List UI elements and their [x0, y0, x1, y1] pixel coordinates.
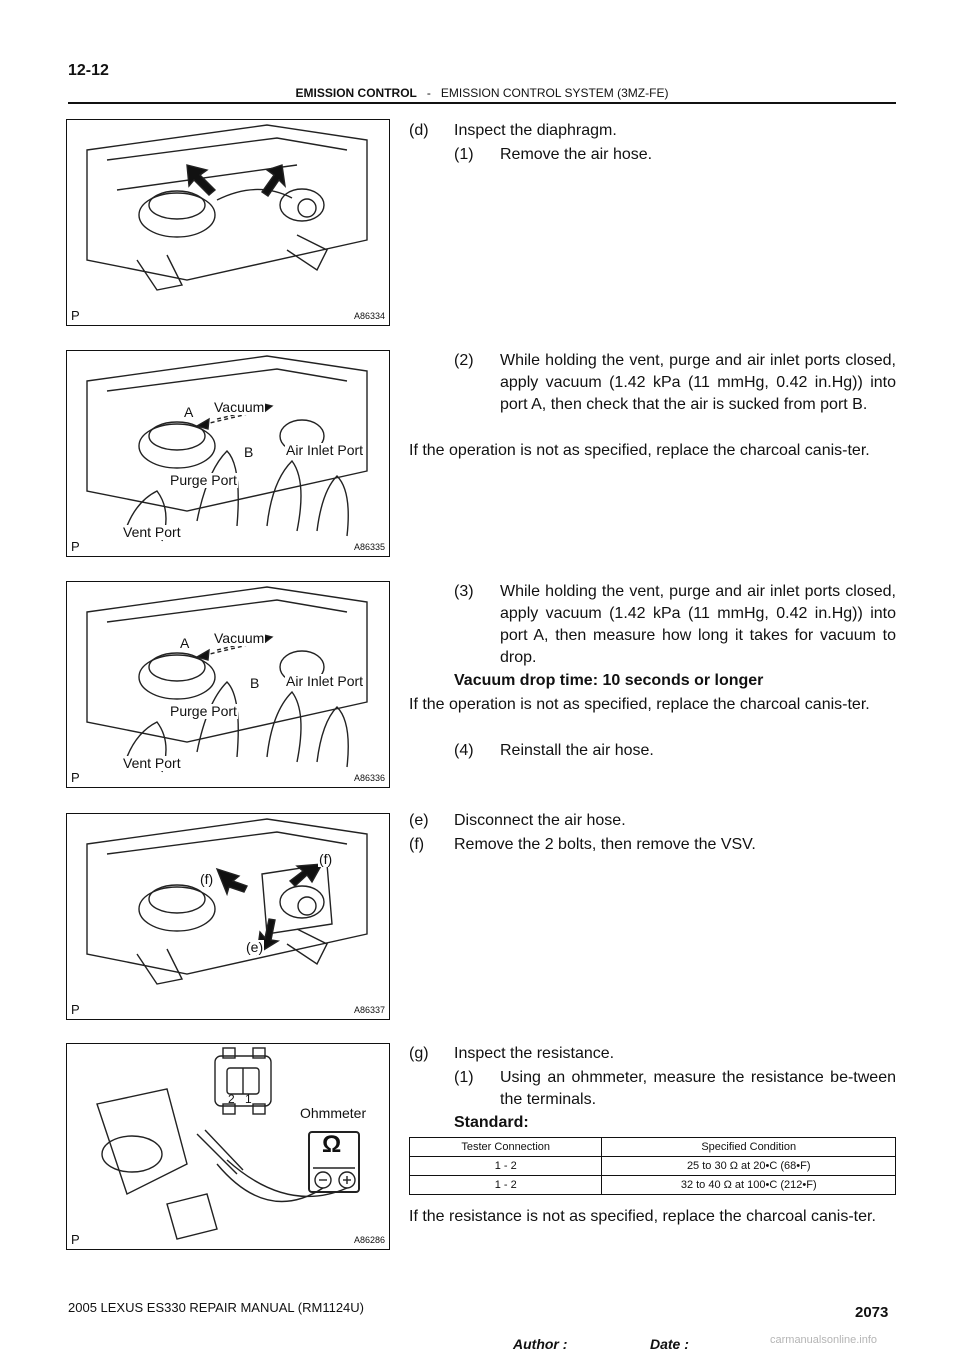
table-row: 1 - 2 32 to 40 Ω at 100•C (212•F): [408, 1175, 896, 1195]
port-b-label: B: [249, 675, 261, 691]
table-cell: 25 to 30 Ω at 20•C (68•F): [601, 1156, 896, 1176]
page-number: 12-12: [68, 62, 109, 79]
port-a-label: A: [183, 404, 195, 420]
table-row: 1 - 2 25 to 30 Ω at 20•C (68•F): [408, 1156, 896, 1176]
ohmmeter-label: Ohmmeter: [299, 1105, 368, 1121]
figure-id: A86336: [353, 773, 385, 783]
manual-page-number: 2073: [855, 1304, 889, 1321]
canister-illustration: [86, 124, 368, 291]
step-d4-text: Reinstall the air hose.: [500, 742, 654, 759]
step-g-text: Inspect the resistance.: [454, 1045, 615, 1062]
bolt-label-left: (f): [199, 871, 215, 887]
step-g1-number: (1): [454, 1069, 474, 1086]
figure-resistance-check: Ohmmeter 2 1 Ω P A86286: [66, 1043, 390, 1250]
column-header: Specified Condition: [601, 1137, 896, 1157]
resistance-check-illustration: [96, 1047, 360, 1240]
step-d3-note: If the operation is not as specified, re…: [409, 696, 870, 713]
table-cell: 1 - 2: [408, 1175, 603, 1195]
step-d1-text: Remove the air hose.: [500, 146, 653, 163]
step-d2-note: If the operation is not as specified, re…: [409, 442, 870, 459]
table-cell: 32 to 40 Ω at 100•C (212•F): [601, 1175, 896, 1195]
vent-port-label: Vent Port: [122, 755, 182, 771]
figure-vsv-removal: (f) (f) (e) P A86337: [66, 813, 390, 1020]
manual-title: 2005 LEXUS ES330 REPAIR MANUAL (RM1124U): [68, 1300, 364, 1315]
step-f-number: (f): [409, 836, 425, 853]
figure-id: A86334: [353, 311, 385, 321]
step-d3-text: While holding the vent, purge and air in…: [500, 583, 896, 666]
section-header: EMISSION CONTROL-EMISSION CONTROL SYSTEM…: [68, 86, 896, 100]
air-inlet-port-label: Air Inlet Port: [285, 442, 365, 458]
table-header-row: Tester Connection Specified Condition: [408, 1137, 896, 1157]
header-rule: [68, 102, 896, 104]
figure-corner-mark: P: [71, 539, 80, 554]
resistance-spec-table: Tester Connection Specified Condition 1 …: [408, 1137, 896, 1195]
omega-icon: Ω: [322, 1131, 342, 1158]
step-d1-number: (1): [454, 146, 474, 163]
step-f-text: Remove the 2 bolts, then remove the VSV.: [454, 836, 756, 853]
figure-id: A86337: [353, 1005, 385, 1015]
vsv-removal-illustration: [86, 818, 368, 985]
vacuum-label: Vacuum: [213, 399, 266, 415]
purge-port-label: Purge Port: [169, 472, 238, 488]
air-inlet-port-label: Air Inlet Port: [285, 673, 365, 689]
step-e-number: (e): [409, 812, 429, 829]
step-d2-text: While holding the vent, purge and air in…: [500, 352, 896, 413]
figure-corner-mark: P: [71, 1232, 80, 1247]
step-d4-number: (4): [454, 742, 474, 759]
standard-label: Standard:: [454, 1114, 529, 1131]
figure-canister-air-hose: P A86334: [66, 119, 390, 326]
air-hose-label: (e): [245, 939, 265, 955]
date-label: Date :: [650, 1336, 689, 1352]
figure-vacuum-check: A Vacuum B Air Inlet Port Purge Port Ven…: [66, 350, 390, 557]
port-b-label: B: [243, 444, 255, 460]
bolt-label-right: (f): [318, 851, 334, 867]
figure-id: A86286: [353, 1235, 385, 1245]
terminal-2-label: 2: [228, 1092, 235, 1106]
column-header: Tester Connection: [408, 1137, 603, 1157]
step-d-text: Inspect the diaphragm.: [454, 122, 617, 139]
figure-corner-mark: P: [71, 308, 80, 323]
step-g-note: If the resistance is not as specified, r…: [409, 1208, 876, 1225]
step-g1-text: Using an ohmmeter, measure the resistanc…: [500, 1069, 896, 1108]
section-title: EMISSION CONTROL: [295, 86, 417, 100]
figure-corner-mark: P: [71, 770, 80, 785]
watermark: carmanualsonline.info: [770, 1334, 878, 1346]
table-cell: 1 - 2: [408, 1156, 603, 1176]
purge-port-label: Purge Port: [169, 703, 238, 719]
subsection-title: EMISSION CONTROL SYSTEM (3MZ-FE): [440, 86, 669, 100]
vent-port-label: Vent Port: [122, 524, 182, 540]
figure-id: A86335: [353, 542, 385, 552]
vacuum-drop-spec: Vacuum drop time: 10 seconds or longer: [454, 672, 764, 689]
author-label: Author :: [513, 1336, 568, 1352]
step-d-number: (d): [409, 122, 429, 139]
vacuum-label: Vacuum: [213, 630, 266, 646]
header-separator: -: [426, 86, 431, 100]
figure-vacuum-drop: A Vacuum B Air Inlet Port Purge Port Ven…: [66, 581, 390, 788]
step-d2-number: (2): [454, 352, 474, 369]
figure-corner-mark: P: [71, 1002, 80, 1017]
step-d3-number: (3): [454, 583, 474, 600]
step-e-text: Disconnect the air hose.: [454, 812, 626, 829]
terminal-1-label: 1: [245, 1092, 252, 1106]
port-a-label: A: [179, 635, 191, 651]
step-g-number: (g): [409, 1045, 429, 1062]
